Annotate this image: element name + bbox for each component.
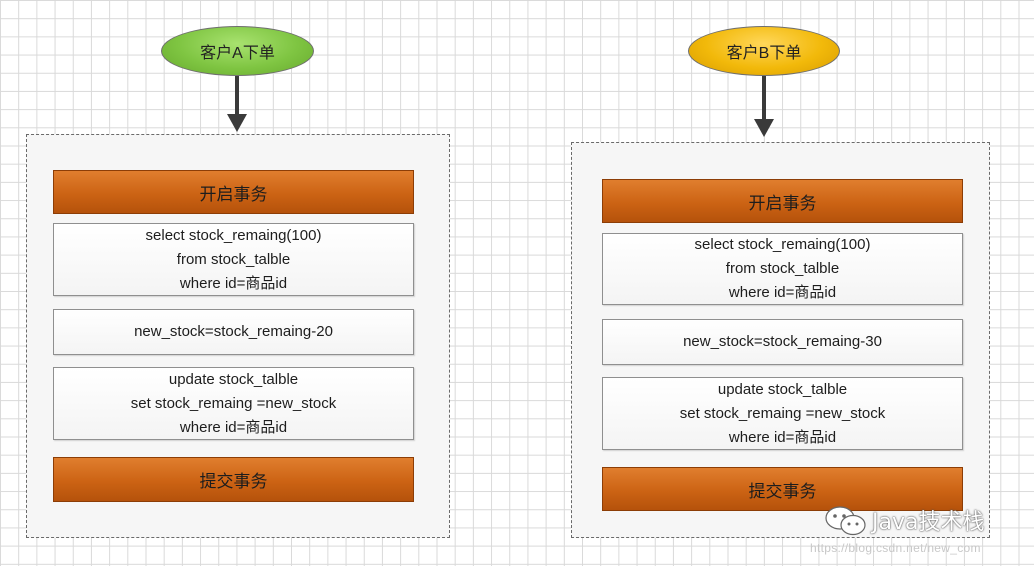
update-line-1: update stock_talble xyxy=(168,370,299,388)
select-statement-a: select stock_remaing(100) from stock_tal… xyxy=(53,223,414,296)
arrow-b-head xyxy=(754,119,774,137)
watermark-text: Java技术栈 xyxy=(872,510,985,535)
begin-transaction-b: 开启事务 xyxy=(602,179,963,223)
compute-line: new_stock=stock_remaing-30 xyxy=(683,333,882,350)
compute-statement-a: new_stock=stock_remaing-20 xyxy=(53,309,414,355)
start-label-b: 客户B下单 xyxy=(726,45,802,62)
arrow-b-line xyxy=(762,76,766,120)
update-line-3: where id=商品id xyxy=(728,428,837,446)
select-statement-b: select stock_remaing(100) from stock_tal… xyxy=(602,233,963,305)
arrow-a-head xyxy=(227,114,247,132)
select-line-2: from stock_talble xyxy=(725,260,840,277)
start-node-customer-a: 客户A下单 xyxy=(161,26,314,76)
watermark-url: https://blog.csdn.net/new_com xyxy=(810,541,981,555)
select-line-3: where id=商品id xyxy=(179,274,288,292)
select-line-3: where id=商品id xyxy=(728,284,837,301)
update-statement-b: update stock_talble set stock_remaing =n… xyxy=(602,377,963,450)
update-line-2: set stock_remaing =new_stock xyxy=(679,404,886,422)
update-line-3: where id=商品id xyxy=(179,418,288,436)
select-line-1: select stock_remaing(100) xyxy=(145,226,322,244)
wechat-icon xyxy=(825,506,866,536)
commit-transaction-b-label: 提交事务 xyxy=(748,481,817,502)
begin-transaction-a-label: 开启事务 xyxy=(199,184,268,205)
select-line-2: from stock_talble xyxy=(176,250,291,268)
update-line-2: set stock_remaing =new_stock xyxy=(130,394,337,412)
transaction-container-a: 开启事务 select stock_remaing(100) from stoc… xyxy=(26,134,450,538)
transaction-container-b: 开启事务 select stock_remaing(100) from stoc… xyxy=(571,142,990,538)
select-line-1: select stock_remaing(100) xyxy=(694,236,871,253)
compute-statement-b: new_stock=stock_remaing-30 xyxy=(602,319,963,365)
update-line-1: update stock_talble xyxy=(717,380,848,398)
compute-line: new_stock=stock_remaing-20 xyxy=(134,323,333,340)
start-node-customer-b: 客户B下单 xyxy=(688,26,840,76)
begin-transaction-b-label: 开启事务 xyxy=(748,193,817,214)
update-statement-a: update stock_talble set stock_remaing =n… xyxy=(53,367,414,440)
commit-transaction-a: 提交事务 xyxy=(53,457,414,502)
start-label-a: 客户A下单 xyxy=(200,45,275,62)
arrow-a-line xyxy=(235,76,239,116)
begin-transaction-a: 开启事务 xyxy=(53,170,414,214)
commit-transaction-a-label: 提交事务 xyxy=(199,472,268,492)
commit-transaction-b: 提交事务 xyxy=(602,467,963,511)
